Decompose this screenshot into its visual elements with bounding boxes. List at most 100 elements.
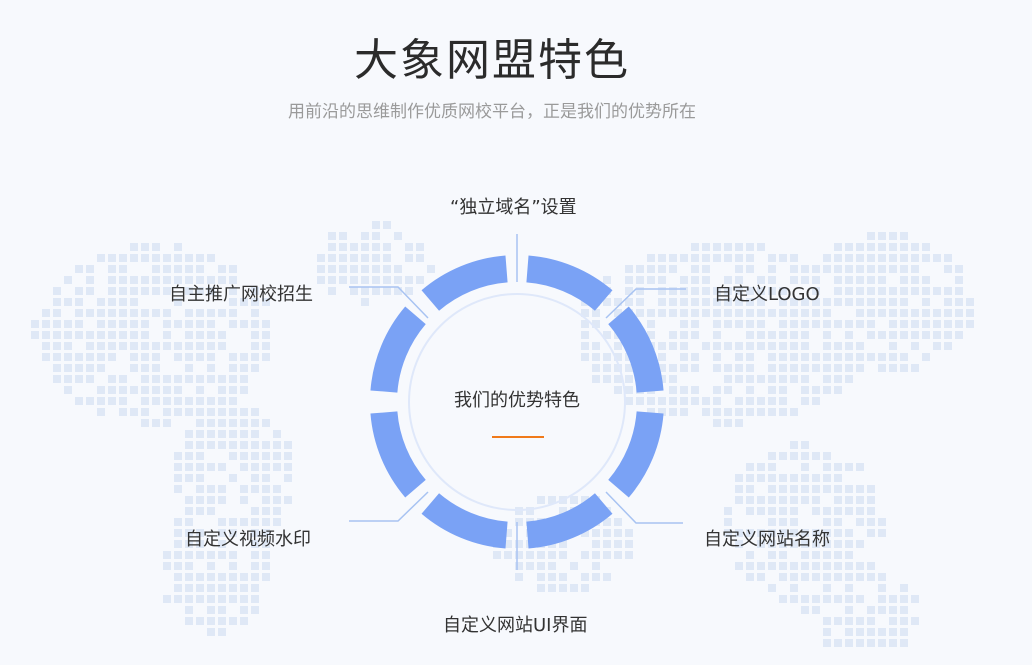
feature-domain: “独立域名”设置 <box>450 197 577 218</box>
connector-logo <box>605 288 686 319</box>
map-dot <box>229 595 237 603</box>
map-dot <box>119 397 127 405</box>
map-dot <box>31 320 39 328</box>
map-dot <box>933 309 941 317</box>
map-dot <box>900 287 908 295</box>
map-dot <box>614 353 622 361</box>
map-dot <box>251 331 259 339</box>
map-dot <box>889 287 897 295</box>
map-dot <box>163 375 171 383</box>
map-dot <box>350 243 358 251</box>
map-dot <box>185 320 193 328</box>
map-dot <box>251 463 259 471</box>
map-dot <box>361 298 369 306</box>
map-dot <box>702 243 710 251</box>
map-dot <box>207 441 215 449</box>
map-dot <box>262 331 270 339</box>
map-dot <box>174 408 182 416</box>
map-dot <box>713 331 721 339</box>
map-dot <box>262 452 270 460</box>
ring-segment <box>526 255 613 311</box>
map-dot <box>581 529 589 537</box>
map-dot <box>779 573 787 581</box>
map-dot <box>647 320 655 328</box>
map-dot <box>790 298 798 306</box>
map-dot <box>185 562 193 570</box>
map-dot <box>757 507 765 515</box>
map-dot <box>867 485 875 493</box>
map-dot <box>196 474 204 482</box>
map-dot <box>779 518 787 526</box>
map-dot <box>834 529 842 537</box>
map-dot <box>768 452 776 460</box>
map-dot <box>185 408 193 416</box>
map-dot <box>262 540 270 548</box>
map-dot <box>746 320 754 328</box>
map-dot <box>768 474 776 482</box>
map-dot <box>240 441 248 449</box>
map-dot <box>273 518 281 526</box>
map-dot <box>229 265 237 273</box>
map-dot <box>372 232 380 240</box>
map-dot <box>185 474 193 482</box>
map-dot <box>75 397 83 405</box>
map-dot <box>867 232 875 240</box>
map-dot <box>823 254 831 262</box>
map-dot <box>185 551 193 559</box>
map-dot <box>207 309 215 317</box>
map-dot <box>196 540 204 548</box>
map-dot <box>130 342 138 350</box>
map-dot <box>53 298 61 306</box>
map-dot <box>812 496 820 504</box>
map-dot <box>911 276 919 284</box>
map-dot <box>240 408 248 416</box>
map-dot <box>592 353 600 361</box>
map-dot <box>768 254 776 262</box>
map-dot <box>856 287 864 295</box>
map-dot <box>130 309 138 317</box>
map-dot <box>658 276 666 284</box>
map-dot <box>603 331 611 339</box>
map-dot <box>174 342 182 350</box>
map-dot <box>680 408 688 416</box>
map-dot <box>658 342 666 350</box>
map-dot <box>119 265 127 273</box>
map-dot <box>845 320 853 328</box>
map-dot <box>768 584 776 592</box>
map-dot <box>229 375 237 383</box>
map-dot <box>856 353 864 361</box>
map-dot <box>185 265 193 273</box>
map-dot <box>856 540 864 548</box>
map-dot <box>867 298 875 306</box>
map-dot <box>911 595 919 603</box>
map-dot <box>251 606 259 614</box>
map-dot <box>251 485 259 493</box>
map-dot <box>218 496 226 504</box>
map-dot <box>779 331 787 339</box>
map-dot <box>636 298 644 306</box>
connector-lines <box>349 234 686 570</box>
map-dot <box>856 639 864 647</box>
map-dot <box>592 320 600 328</box>
map-dot <box>251 441 259 449</box>
map-dot <box>889 364 897 372</box>
map-dot <box>812 353 820 361</box>
map-dot <box>152 309 160 317</box>
map-dot <box>823 507 831 515</box>
map-dot <box>108 287 116 295</box>
map-dot <box>262 342 270 350</box>
map-dot <box>889 617 897 625</box>
map-dot <box>97 386 105 394</box>
map-dot <box>691 254 699 262</box>
map-dot <box>372 254 380 262</box>
map-dot <box>823 298 831 306</box>
map-dot <box>878 287 886 295</box>
map-dot <box>163 276 171 284</box>
map-dot <box>141 386 149 394</box>
map-dot <box>625 287 633 295</box>
map-dot <box>218 529 226 537</box>
map-dot <box>757 342 765 350</box>
map-dot <box>856 276 864 284</box>
map-dot <box>537 573 545 581</box>
map-dot <box>713 353 721 361</box>
